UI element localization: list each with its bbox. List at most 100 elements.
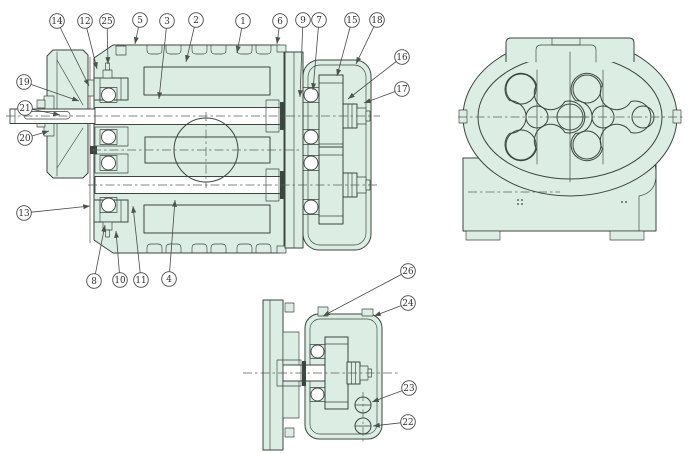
callout-number-16: 16 [396, 53, 408, 63]
casing-bolt-tab [276, 44, 287, 53]
callout-number-21: 21 [19, 104, 30, 114]
main-section-view [6, 44, 380, 254]
detail-cover-bolt [317, 306, 329, 317]
callout-balloon-4 [161, 271, 177, 287]
casing-wall-lower [143, 204, 271, 234]
leader-line-20 [31, 130, 50, 137]
casing-bolt-tab [276, 245, 287, 254]
leader-line-10 [114, 230, 120, 273]
callout-number-23: 23 [403, 384, 414, 394]
callout-number-7: 7 [316, 16, 322, 26]
leader-line-13 [31, 204, 91, 213]
callout-balloon-22 [400, 414, 416, 430]
callout-number-17: 17 [396, 85, 407, 95]
callout-balloon-24 [400, 295, 416, 311]
leader-line-15 [336, 26, 351, 77]
grease-nipple [105, 229, 110, 238]
callout-number-22: 22 [402, 418, 413, 428]
casing-split-tab-right [672, 109, 682, 124]
callout-number-10: 10 [114, 276, 126, 286]
hidden-line-dots [517, 199, 627, 205]
callout-number-8: 8 [91, 277, 97, 287]
callout-balloon-8 [86, 273, 102, 289]
callout-number-13: 13 [18, 209, 29, 219]
end-view [458, 37, 684, 241]
callout-balloon-19 [16, 74, 32, 90]
callout-number-4: 4 [166, 275, 172, 285]
leader-line-14 [59, 27, 90, 87]
detail-cover-tab [361, 308, 374, 317]
leader-line-9 [297, 27, 304, 98]
leader-line-1 [235, 28, 243, 54]
leader-line-5 [133, 27, 139, 45]
callout-balloon-21 [17, 100, 33, 116]
callout-number-11: 11 [135, 276, 146, 286]
callout-balloon-11 [133, 272, 149, 288]
callout-number-2: 2 [193, 16, 199, 26]
callout-number-25: 25 [101, 17, 112, 27]
callout-balloon-26 [400, 263, 416, 279]
callout-balloon-13 [16, 205, 32, 221]
callout-number-9: 9 [300, 16, 306, 26]
detail-bolt-tab [284, 302, 295, 313]
detail-flange [262, 299, 284, 451]
shaft-circle-right [591, 105, 615, 129]
callout-number-20: 20 [19, 134, 31, 144]
leader-line-21 [32, 109, 61, 117]
leader-line-17 [363, 91, 396, 104]
callout-balloon-2 [188, 12, 204, 28]
leader-line-24 [373, 305, 402, 317]
lobe-circle [505, 129, 537, 161]
leader-line-11 [131, 205, 141, 273]
callout-number-24: 24 [402, 299, 414, 309]
lobe-circle [505, 73, 537, 105]
leader-line-8 [95, 224, 107, 274]
leader-line-2 [185, 27, 195, 63]
callout-number-26: 26 [402, 267, 414, 277]
lobe-circle [572, 130, 602, 160]
callout-balloon-15 [344, 12, 360, 28]
callout-number-1: 1 [240, 17, 246, 27]
detail-view [243, 299, 400, 451]
timing-gears [318, 74, 344, 225]
leader-line-18 [355, 26, 375, 65]
callout-number-3: 3 [164, 17, 170, 27]
gear-cover-inner [307, 64, 367, 246]
callout-number-19: 19 [18, 78, 29, 88]
leader-line-7 [311, 27, 319, 91]
leader-line-25 [105, 28, 111, 65]
callout-balloon-20 [17, 130, 33, 146]
casing-split-tab-left [458, 109, 468, 124]
callout-balloon-9 [295, 12, 311, 28]
callout-balloon-3 [159, 13, 175, 29]
leader-line-16 [347, 61, 397, 100]
cooling-fins-bottom [146, 243, 272, 254]
callout-balloon-10 [112, 272, 128, 288]
callout-balloon-25 [99, 13, 115, 29]
callout-balloon-16 [394, 49, 410, 65]
callout-number-12: 12 [79, 17, 90, 27]
callout-balloon-5 [132, 12, 148, 28]
leader-line-26 [322, 274, 402, 317]
grease-fitting [102, 69, 113, 79]
detail-seal-ring [302, 361, 306, 386]
callout-balloon-18 [369, 12, 385, 28]
callout-balloon-23 [401, 380, 417, 396]
leader-line-4 [169, 199, 177, 272]
callout-balloon-17 [394, 81, 410, 97]
tri-lobe-rotor-left [504, 72, 586, 162]
shaft-seal [87, 79, 95, 97]
end-view-foot-right [609, 230, 645, 241]
leader-line-12 [86, 28, 98, 70]
end-view-foot-left [465, 230, 501, 241]
callout-number-15: 15 [346, 16, 357, 26]
coupling-spline [265, 99, 280, 133]
leader-line-22 [372, 422, 401, 428]
flange-rib [56, 127, 84, 169]
grease-nipple [105, 62, 110, 71]
callout-number-18: 18 [371, 16, 382, 26]
inlet-port-boss [551, 37, 581, 46]
